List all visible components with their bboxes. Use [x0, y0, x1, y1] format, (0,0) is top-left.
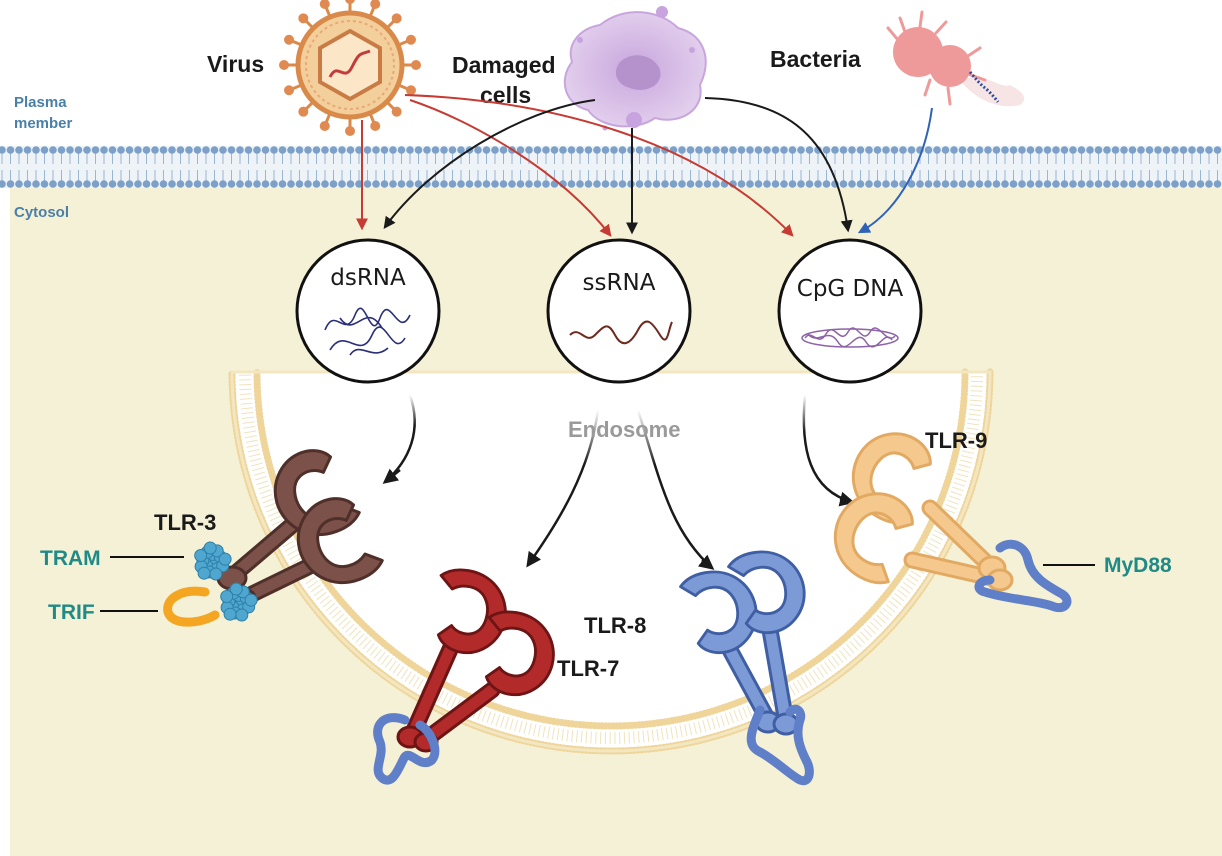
damaged-cell	[563, 6, 707, 131]
ligand-arrows	[382, 394, 855, 570]
plasma-membrane-label-line2: member	[14, 115, 73, 132]
cpg-dna-label: CpG DNA	[797, 276, 904, 302]
plasma-membrane	[0, 146, 1222, 188]
bacteria-label: Bacteria	[770, 46, 861, 72]
endosome	[228, 368, 994, 755]
trif-label: TRIF	[48, 601, 95, 624]
tlr7-label: TLR-7	[557, 656, 619, 681]
cytosol-label: Cytosol	[14, 204, 69, 221]
plasma-membrane-label-line1: Plasma	[14, 94, 67, 111]
ligand-ssrna: ssRNA	[546, 238, 692, 384]
arrow-damaged-to-cpg	[704, 97, 853, 233]
arrow-bacteria-to-cpg	[857, 107, 933, 234]
receptors	[216, 432, 1072, 786]
adaptor-tram	[194, 541, 258, 622]
tram-label: TRAM	[40, 547, 101, 570]
ssrna-label: ssRNA	[583, 270, 656, 296]
virus-label: Virus	[207, 51, 264, 77]
arrow-ssrna-to-tlr8	[636, 409, 713, 569]
tlr3-label: TLR-3	[154, 510, 216, 535]
arrow-virus-to-ssrna	[409, 99, 612, 237]
bacteria	[886, 10, 1025, 107]
dsrna-label: dsRNA	[330, 265, 406, 291]
arrow-virus-to-cpg	[404, 94, 794, 237]
virus-particle	[279, 0, 421, 136]
tlr7-receptor	[396, 568, 555, 753]
arrow-ssrna-to-tlr7	[526, 409, 600, 566]
adaptor-trif	[163, 586, 220, 627]
endosome-label: Endosome	[568, 417, 680, 442]
tlr8-label: TLR-8	[584, 613, 646, 638]
tlr9-label: TLR-9	[925, 428, 987, 453]
ligand-dsrna: dsRNA	[295, 238, 441, 384]
ligand-cpg-dna: CpG DNA	[777, 238, 923, 384]
pathogen-arrows	[356, 94, 933, 237]
damaged-cells-label-line1: Damaged	[452, 52, 556, 78]
arrow-damaged-to-dsrna	[383, 99, 596, 229]
myd88-label: MyD88	[1104, 554, 1172, 577]
